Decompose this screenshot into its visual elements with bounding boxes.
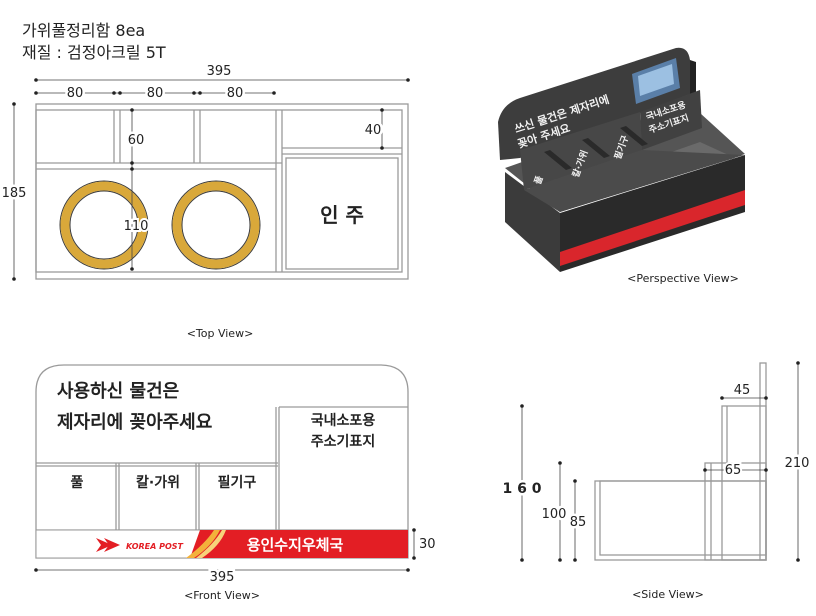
side-dim-85: 85 xyxy=(570,515,587,530)
stamp-box-label: 인 주 xyxy=(320,203,364,227)
front-view-caption: <Front View> xyxy=(184,589,260,602)
top-dim-40: 40 xyxy=(365,123,382,138)
front-card-2: 주소기표지 xyxy=(311,434,375,450)
front-dim-30: 30 xyxy=(419,537,436,552)
side-dim-160: 1 6 0 xyxy=(503,481,542,497)
front-slot-1: 풀 xyxy=(71,475,84,491)
front-dim-total: 395 xyxy=(210,570,235,585)
top-dim-a: 80 xyxy=(67,86,84,101)
front-line-1: 사용하신 물건은 xyxy=(57,381,179,402)
ring-right-gold xyxy=(172,181,260,269)
korea-post-text: KOREA POST xyxy=(126,542,184,551)
top-view-caption: <Top View> xyxy=(187,327,254,340)
top-view: 395 80 80 80 185 xyxy=(0,64,410,340)
korea-post-logo: KOREA POST xyxy=(96,538,184,552)
side-dim-45: 45 xyxy=(734,383,751,398)
perspective-view: 쓰신 물건은 제자리에 꽂아 주세요 국내소포용 주소기표지 풀 칼·가위 필기… xyxy=(498,47,745,285)
ring-left-gold xyxy=(60,181,148,269)
side-dim-100: 100 xyxy=(542,507,567,522)
front-view: 사용하신 물건은 제자리에 꽂아주세요 국내소포용 주소기표지 풀 칼·가위 필… xyxy=(34,364,436,602)
side-view: 45 210 65 1 6 0 100 85 <Side View> xyxy=(500,361,812,601)
front-line-2: 제자리에 꽂아주세요 xyxy=(57,412,212,433)
top-dim-total: 395 xyxy=(207,64,232,79)
persp-slot-1: 풀 xyxy=(532,174,545,186)
sheet-title: 가위풀정리함 8ea xyxy=(22,21,145,40)
front-banner-text: 용인수지우체국 xyxy=(247,536,344,554)
front-card-1: 국내소포용 xyxy=(311,413,376,429)
top-dim-110: 110 xyxy=(124,219,149,234)
front-slot-2: 칼·가위 xyxy=(136,475,180,491)
side-dim-65: 65 xyxy=(725,463,742,478)
perspective-view-caption: <Perspective View> xyxy=(627,272,739,285)
top-dim-b: 80 xyxy=(147,86,164,101)
ring-left xyxy=(59,180,149,270)
ring-right xyxy=(171,180,261,270)
sheet-material: 재질 : 검정아크릴 5T xyxy=(22,43,166,62)
side-view-caption: <Side View> xyxy=(632,588,704,601)
top-dim-60: 60 xyxy=(128,133,145,148)
front-slot-3: 필기구 xyxy=(218,474,257,491)
top-dim-height: 185 xyxy=(2,186,27,201)
side-dim-210: 210 xyxy=(785,456,810,471)
top-dim-c: 80 xyxy=(227,86,244,101)
